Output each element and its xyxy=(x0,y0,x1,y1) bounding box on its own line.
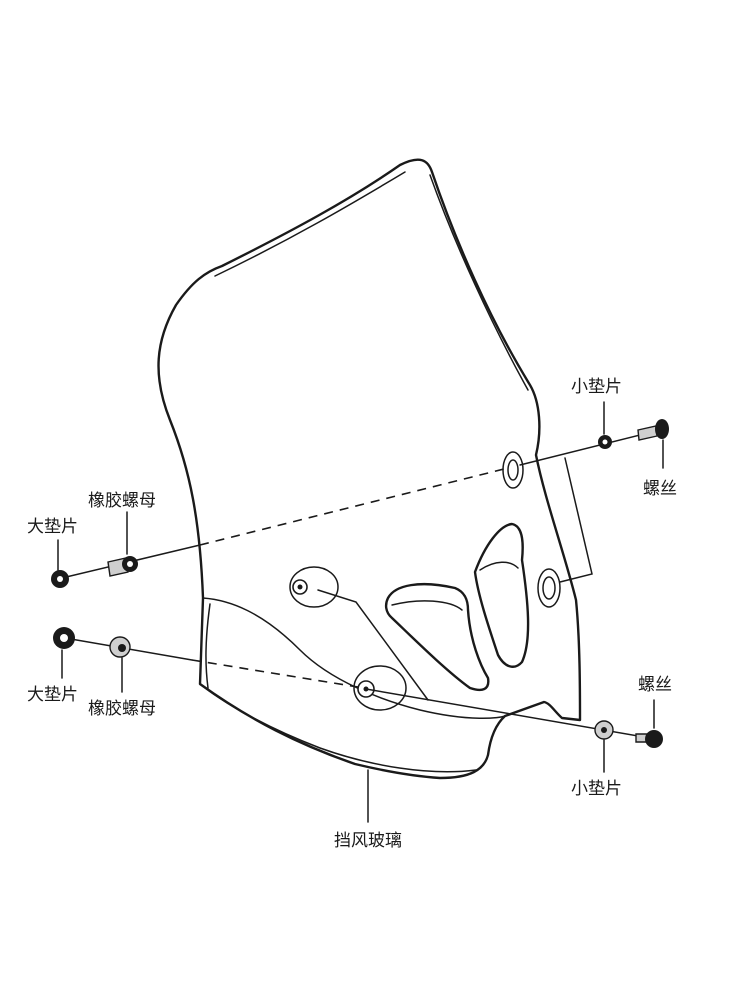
guide-line-upper-dashed xyxy=(199,467,509,546)
mount-hole-top-right-inner xyxy=(507,459,519,481)
label-screw-top: 螺丝 xyxy=(643,479,677,499)
mount-hole-upper-left xyxy=(289,566,339,608)
deflector-lower-edge xyxy=(199,683,477,773)
rubber-nut-upper-hole xyxy=(127,561,133,567)
leader-lines xyxy=(57,401,664,823)
labels: 小垫片 螺丝 橡胶螺母 大垫片 大垫片 橡胶螺母 螺丝 小垫片 挡风玻璃 xyxy=(27,377,677,851)
vent-right xyxy=(473,522,530,668)
screw-upper-shaft xyxy=(637,425,658,441)
label-rubber-nut-top: 橡胶螺母 xyxy=(88,491,156,511)
label-windshield: 挡风玻璃 xyxy=(334,831,402,851)
hardware-upper xyxy=(51,419,669,588)
label-large-washer-top: 大垫片 xyxy=(27,517,78,537)
label-small-washer-top: 小垫片 xyxy=(571,377,622,397)
mount-hole-top-right xyxy=(502,451,524,489)
vent-left-inner xyxy=(391,600,463,611)
bracket-right xyxy=(559,457,593,583)
mount-hole-lower-left xyxy=(353,665,407,711)
rubber-nut-lower-hole xyxy=(118,644,126,652)
guide-line-upper-right xyxy=(519,429,661,466)
mount-hole-upper-left-center xyxy=(297,584,303,590)
guide-line-lower-dashed xyxy=(191,659,365,689)
small-washer-upper-hole xyxy=(602,439,608,445)
windshield xyxy=(157,158,582,780)
large-washer-upper-hole xyxy=(57,576,63,582)
deflector-panel xyxy=(202,597,506,719)
label-large-washer-bottom: 大垫片 xyxy=(27,685,78,705)
screw-upper-head xyxy=(655,419,669,439)
vent-left xyxy=(384,582,490,692)
windshield-outline xyxy=(157,158,582,780)
vent-right-inner xyxy=(479,561,519,571)
label-small-washer-bottom: 小垫片 xyxy=(571,779,622,799)
hardware-lower xyxy=(53,627,663,748)
label-rubber-nut-bottom: 橡胶螺母 xyxy=(88,699,156,719)
deflector-inner-edge xyxy=(205,603,211,689)
screw-lower-head xyxy=(645,730,663,748)
mount-hole-mid-right-inner xyxy=(542,576,556,600)
mount-hole-mid-right xyxy=(537,568,561,608)
link-upper-left-hole xyxy=(317,589,429,701)
label-screw-bottom: 螺丝 xyxy=(638,675,672,695)
windshield-side-edge xyxy=(429,174,529,391)
large-washer-lower-hole xyxy=(60,634,68,642)
small-washer-lower-hole xyxy=(601,727,607,733)
windshield-rim xyxy=(214,171,406,277)
